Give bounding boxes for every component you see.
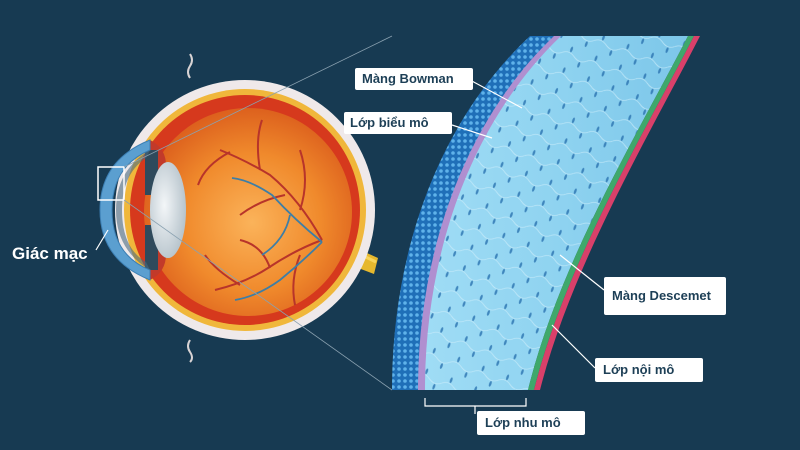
epithelium-layer (392, 36, 556, 390)
cornea-layers-icon (392, 36, 700, 390)
stroma-bracket (424, 398, 527, 414)
cornea-leader (95, 229, 109, 251)
label-stroma: Lớp nhu mô (485, 415, 561, 430)
epithelium-leader (451, 124, 493, 139)
zoom-box (97, 166, 125, 201)
label-descemet: Màng Descemet (612, 288, 711, 303)
cornea-dome (99, 139, 151, 281)
label-bowman: Màng Bowman (362, 71, 454, 86)
descemet-leader (559, 254, 605, 291)
label-epithelium: Lớp biểu mô (350, 115, 429, 130)
endothelium-leader (551, 324, 596, 369)
lens (150, 162, 186, 258)
eyeball-cross-section-icon (99, 53, 378, 363)
connector-line-top (123, 35, 393, 168)
blood-vessels (197, 119, 323, 306)
label-epithelium-bg (344, 112, 452, 134)
connector-line-bottom (123, 199, 393, 391)
label-endothelium: Lớp nội mô (603, 362, 675, 377)
label-stroma-bg (477, 411, 585, 435)
label-bowman-bg (355, 68, 473, 90)
bowman-leader (469, 79, 523, 109)
bowman-layer (418, 36, 562, 390)
label-cornea: Giác mạc (12, 244, 88, 263)
label-descemet-bg (604, 277, 726, 315)
label-endothelium-bg (595, 358, 703, 382)
